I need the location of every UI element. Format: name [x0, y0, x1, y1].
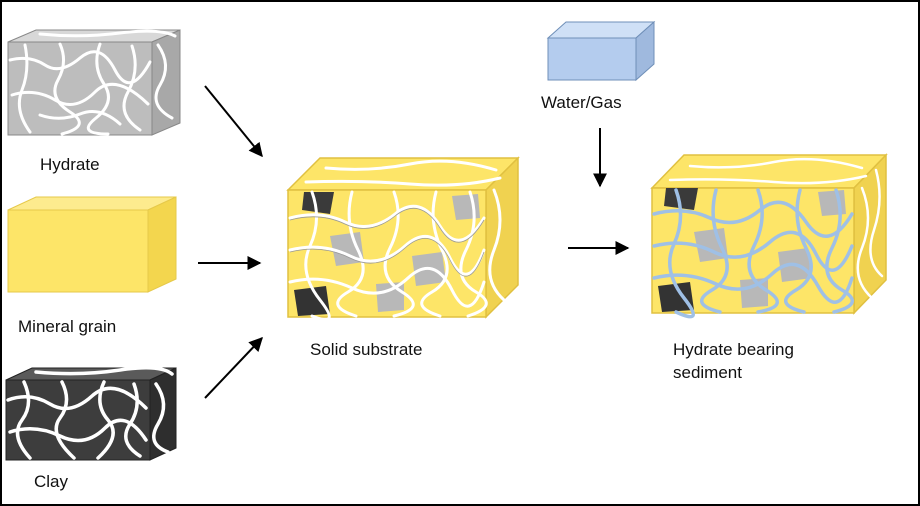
- hydrate-bearing-sediment-cube: [650, 153, 888, 319]
- hydrate-label: Hydrate: [40, 155, 100, 174]
- water-gas-cube: [546, 20, 656, 82]
- arrow-hydrate-to-substrate: [204, 85, 263, 158]
- mineral-grain-cube: [7, 196, 177, 293]
- hydrate-cube: [7, 29, 181, 136]
- hydrate-bearing-label-line1: Hydrate bearing: [673, 340, 794, 359]
- arrow-clay-to-substrate: [204, 336, 263, 399]
- clay-label: Clay: [34, 472, 69, 491]
- solid-substrate-label: Solid substrate: [310, 340, 423, 359]
- mineral-grain-label: Mineral grain: [18, 317, 117, 336]
- water-gas-label: Water/Gas: [541, 93, 622, 112]
- solid-substrate-cube: [286, 156, 520, 321]
- hydrate-bearing-label-line2: sediment: [673, 363, 742, 382]
- clay-cube: [5, 366, 177, 461]
